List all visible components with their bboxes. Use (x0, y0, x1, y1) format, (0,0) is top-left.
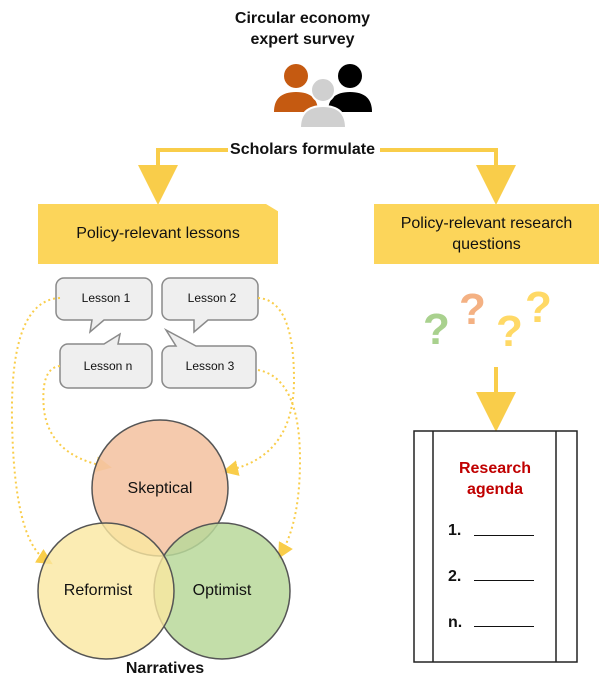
question-mark-green-icon: ? (423, 305, 450, 354)
agenda-title-line-1: Research (458, 460, 532, 477)
agenda-title-line-2: agenda (466, 481, 523, 498)
reformist-label: Reformist (63, 582, 133, 599)
people-icon (274, 64, 372, 129)
lesson-1-label: Lesson 1 (81, 291, 131, 305)
skeptical-label: Skeptical (127, 480, 193, 497)
title-line-1: Circular economy (234, 10, 371, 27)
bubble-lesson-1 (55, 277, 153, 334)
circle-reformist (37, 522, 175, 660)
split-arrows (138, 148, 516, 205)
person-gray-head (310, 77, 336, 103)
person-gray-body (298, 104, 348, 129)
person-black-head (338, 64, 362, 88)
agenda-item-2-number: 2. (448, 568, 462, 585)
narratives-caption: Narratives (125, 660, 205, 677)
question-mark-orange-icon: ? (459, 285, 486, 334)
person-black-body (328, 92, 372, 112)
lessons-banner-label: Policy-relevant lessons (76, 225, 240, 242)
lessons-banner: Policy-relevant lessons (38, 204, 278, 264)
agenda-item-1-line (474, 535, 534, 536)
agenda-item-n-line (474, 626, 534, 627)
rq-banner-line-1: Policy-relevant research (400, 215, 573, 232)
scholars-formulate-label: Scholars formulate (230, 141, 375, 158)
title-line-2: expert survey (250, 31, 355, 48)
optimist-label: Optimist (192, 582, 252, 599)
narratives-venn (37, 419, 291, 660)
rq-banner-line-2: questions (452, 236, 521, 253)
bubble-lesson-2 (161, 277, 259, 334)
agenda-item-n-number: n. (448, 614, 463, 631)
research-questions-banner: Policy-relevant research questions (374, 204, 599, 264)
agenda-item-2-line (474, 580, 534, 581)
dotted-connectors (10, 297, 302, 565)
lesson-n-label: Lesson n (83, 359, 133, 373)
question-mark-yellow-icon-2: ? (525, 283, 552, 332)
lesson-3-label: Lesson 3 (185, 359, 235, 373)
bubble-lesson-3 (161, 328, 257, 389)
lesson-2-label: Lesson 2 (187, 291, 237, 305)
agenda-document (413, 430, 578, 663)
question-mark-yellow-icon: ? (496, 307, 523, 356)
agenda-item-1-number: 1. (448, 522, 462, 539)
agenda-title: Research agenda (435, 458, 555, 500)
lesson-bubbles (55, 277, 259, 389)
page-title: Circular economy expert survey (200, 8, 405, 50)
bubble-lesson-n (59, 332, 153, 389)
person-orange-body (274, 92, 318, 112)
person-orange-head (284, 64, 308, 88)
